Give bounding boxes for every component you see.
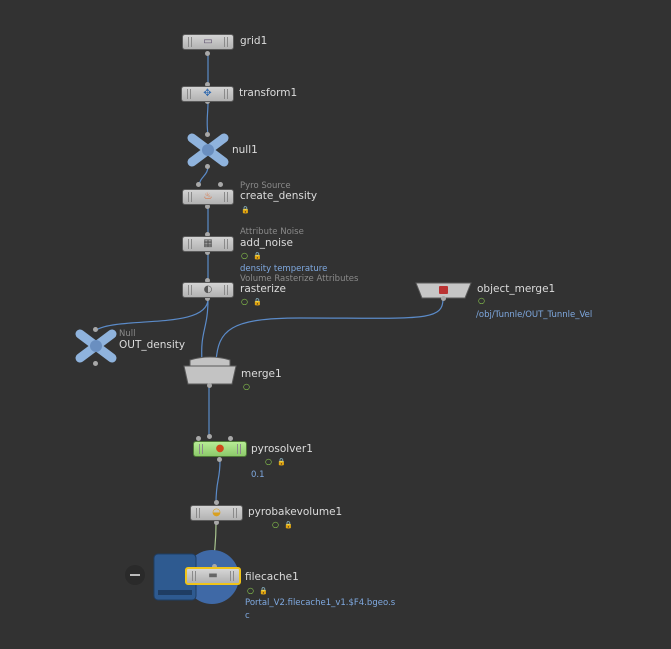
wire-rasterize-out (95, 298, 209, 331)
node-rasterize[interactable]: ◐ (182, 282, 234, 298)
node-label-rasterize: rasterize (240, 283, 287, 295)
node-label-null1: null1 (232, 144, 258, 156)
lock-icon[interactable]: 🔒 (284, 521, 293, 529)
node-label-transform1: transform1 (239, 87, 298, 99)
wire-solver-bake (215, 460, 221, 504)
node-info-filecache1-line2: c (245, 611, 250, 621)
display-flag-icon[interactable]: ○ (243, 382, 250, 391)
node-label-pyrosolver1: pyrosolver1 (251, 443, 313, 455)
node-label-object-merge1: object_merge1 (477, 283, 556, 295)
node-transform1[interactable]: ✥ (181, 86, 234, 102)
node-object-merge1[interactable] (416, 283, 471, 298)
node-info-add-noise: density temperature (240, 264, 328, 274)
wire-rasterize-merge (201, 298, 209, 363)
node-label-add-noise: add_noise (240, 237, 293, 249)
transform-icon: ✥ (203, 88, 212, 99)
display-flag-icon[interactable]: ○ (265, 457, 272, 466)
node-filecache1[interactable]: ▬ (185, 567, 241, 585)
rasterize-icon: ◐ (203, 284, 213, 295)
display-flag-icon[interactable]: ○ (478, 296, 485, 305)
display-flag-icon[interactable]: ○ (241, 251, 248, 260)
null-icon (75, 329, 117, 363)
node-merge1[interactable] (184, 358, 236, 384)
wire-objmerge-merge (215, 298, 444, 363)
node-type-add-noise: Attribute Noise (240, 227, 304, 237)
flame-icon: ♨ (203, 191, 213, 202)
node-type-create-density: Pyro Source (240, 181, 291, 191)
node-info-filecache1-line1: Portal_V2.filecache1_v1.$F4.bgeo.s (245, 598, 396, 608)
display-flag-icon[interactable]: ○ (272, 520, 279, 529)
display-flag-icon[interactable]: ○ (247, 586, 254, 595)
node-label-pyrobakevolume1: pyrobakevolume1 (248, 506, 343, 518)
node-type-out-density: Null (119, 329, 136, 339)
node-label-grid1: grid1 (240, 35, 268, 47)
noise-icon: ▦ (203, 238, 213, 249)
node-label-merge1: merge1 (241, 368, 282, 380)
wire-transform-null (206, 101, 209, 136)
display-flag-icon[interactable]: ○ (241, 297, 248, 306)
pyrosolver-icon: ● (215, 443, 225, 454)
grid-icon: ▭ (203, 36, 213, 47)
node-label-create-density: create_density (240, 190, 318, 202)
null-icon (187, 133, 229, 167)
node-label-out-density: OUT_density (119, 339, 186, 351)
lock-icon[interactable]: 🔒 (253, 252, 262, 260)
node-grid1[interactable]: ▭ (182, 34, 234, 50)
lock-icon[interactable]: 🔒 (277, 458, 286, 466)
node-info-object-merge1: /obj/Tunnle/OUT_Tunnle_Vel (476, 310, 593, 320)
node-pyrosolver1[interactable]: ● (193, 441, 247, 457)
lock-icon[interactable]: 🔒 (241, 206, 250, 214)
node-add-noise[interactable]: ▦ (182, 236, 234, 252)
lock-icon[interactable]: 🔒 (259, 587, 268, 595)
node-label-filecache1: filecache1 (245, 571, 299, 583)
bake-icon: ◒ (212, 507, 221, 518)
node-info-pyrosolver1: 0.1 (251, 470, 265, 480)
node-type-rasterize: Volume Rasterize Attributes (240, 274, 359, 284)
node-out-density[interactable] (78, 333, 116, 361)
filecache-icon: ▬ (208, 570, 218, 581)
lock-icon[interactable]: 🔒 (253, 298, 262, 306)
node-null1[interactable] (190, 136, 228, 164)
node-pyrobakevolume1[interactable]: ◒ (190, 505, 243, 521)
node-create-density[interactable]: ♨ (182, 189, 234, 205)
